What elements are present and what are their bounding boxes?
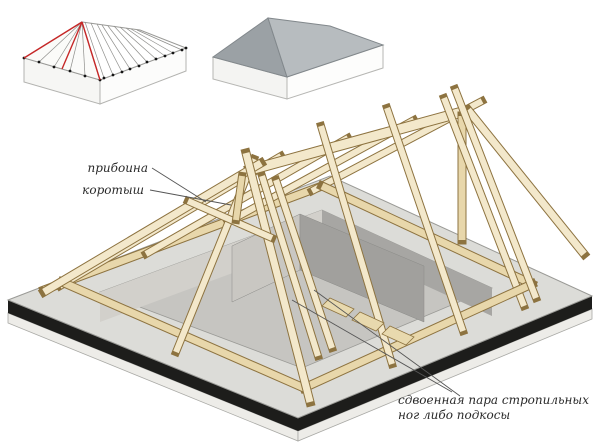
inset1-rafter-hatching (38, 21, 183, 79)
label-priboina: прибоина (88, 161, 148, 175)
inset1-rafter-tail-dots (22, 46, 188, 82)
leader-korotysh (149, 189, 232, 206)
inset1-red-hip-markings (23, 21, 101, 81)
leader-lines (149, 167, 461, 397)
callout-labels: прибоина коротыш сдвоенная пара стропиль… (82, 161, 589, 422)
label-braces-line1: сдвоенная пара стропильных (398, 393, 589, 407)
hip-rafter-front (240, 147, 316, 408)
inset2-roof-front-face (267, 17, 385, 78)
collar-board-priboina (182, 195, 278, 244)
deck-blocks (321, 297, 415, 346)
wall-plate-near-right (298, 278, 538, 394)
leader-brace-2 (313, 289, 461, 397)
hip-rafter-left (37, 156, 268, 299)
solid-roof-inset (211, 17, 385, 100)
leader-brace-1 (291, 299, 453, 393)
platform (6, 175, 594, 442)
leader-priboina (151, 167, 207, 203)
doubled-brace-pair (256, 170, 338, 362)
platform-rim-left (8, 300, 298, 431)
wireframe-roof-inset (22, 21, 188, 105)
ridge-beam (243, 105, 469, 177)
label-braces-line2: ног либо подкосы (398, 408, 510, 422)
short-post-korotysh (231, 171, 247, 225)
timber-frame (37, 83, 591, 408)
rafter-right-twin (438, 92, 530, 312)
overhang-rafter-right (461, 103, 591, 261)
platform-rim-right (298, 296, 592, 431)
label-korotysh: коротыш (82, 183, 144, 197)
